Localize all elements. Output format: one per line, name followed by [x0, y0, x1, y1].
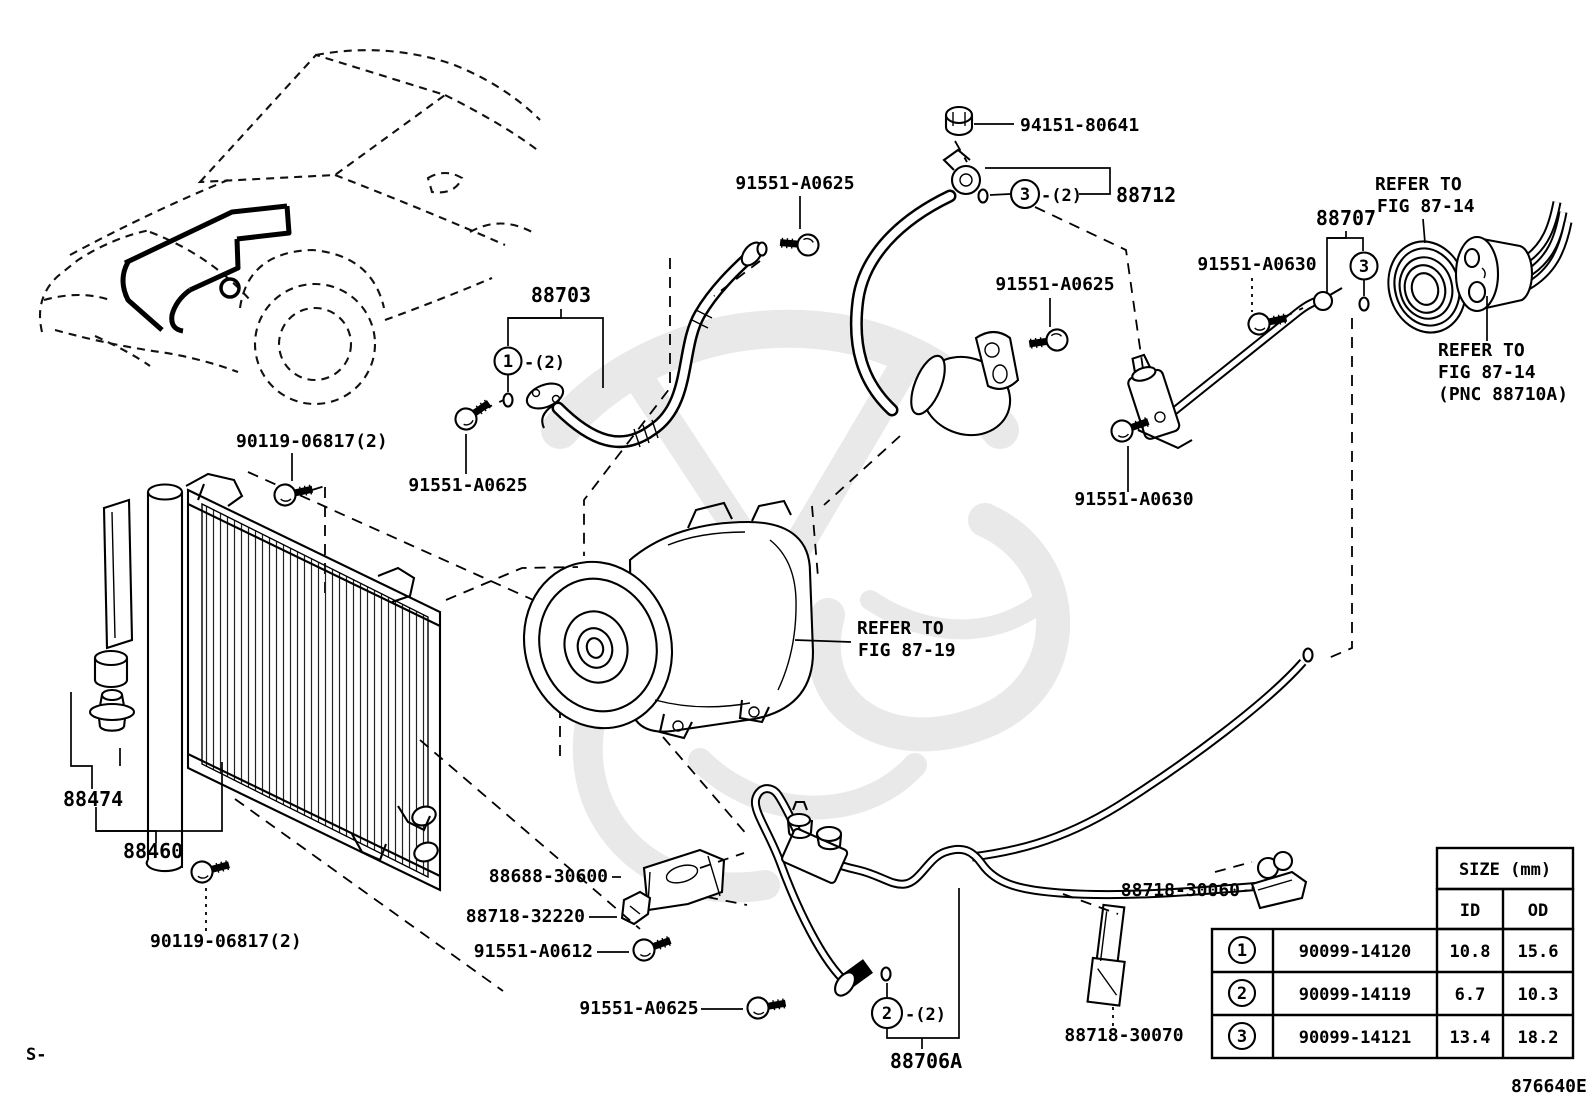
- label-90119-06817-top: 90119-06817(2): [236, 431, 388, 452]
- table-row-1: 1 90099-14120 10.8 15.6: [1227, 935, 1559, 965]
- label-88688-30600: 88688-30600: [489, 866, 608, 887]
- callout-3a-qty: -(2): [1041, 186, 1082, 206]
- note-refer-right-line3: (PNC 88710A): [1438, 384, 1568, 405]
- callout-3b: 3: [1349, 251, 1379, 281]
- callout-1-qty: -(2): [524, 353, 565, 373]
- bracket-88718-30070-drawing: [1086, 903, 1126, 1007]
- footer-prefix: S-: [26, 1045, 46, 1065]
- label-88703: 88703: [531, 283, 591, 307]
- condenser-drawing: [88, 471, 561, 892]
- note-refer-right-line2: FIG 87-14: [1438, 362, 1536, 383]
- table-row-3: 3 90099-14121 13.4 18.2: [1227, 1021, 1559, 1051]
- label-91551-a0625-left: 91551-A0625: [408, 475, 527, 496]
- row3-part: 90099-14121: [1299, 1028, 1412, 1048]
- note-refer-compressor-line2: FIG 87-19: [858, 640, 956, 661]
- label-88718-30060: 88718-30060: [1121, 880, 1240, 901]
- label-91551-a0625-mid: 91551-A0625: [995, 274, 1114, 295]
- row2-no: 2: [1237, 984, 1247, 1004]
- label-88707: 88707: [1316, 206, 1376, 230]
- row1-no: 1: [1237, 941, 1247, 961]
- footer: S- 876640E: [26, 1045, 1587, 1097]
- row2-id: 6.7: [1455, 985, 1486, 1005]
- table-header-id: ID: [1460, 901, 1480, 921]
- label-88712: 88712: [1116, 183, 1176, 207]
- drawing-number: 876640E: [1511, 1076, 1587, 1097]
- car-sketch: [38, 49, 541, 406]
- note-refer-right-line1: REFER TO: [1438, 340, 1525, 361]
- row1-od: 15.6: [1518, 942, 1559, 962]
- note-refer-top-line2: FIG 87-14: [1377, 196, 1475, 217]
- label-90119-06817-bottom: 90119-06817(2): [150, 931, 302, 952]
- label-88474: 88474: [63, 787, 123, 811]
- row3-id: 13.4: [1450, 1028, 1491, 1048]
- grommet-drawing: [1454, 201, 1573, 313]
- row2-part: 90099-14119: [1299, 985, 1412, 1005]
- label-88718-32220: 88718-32220: [466, 906, 585, 927]
- hose-88712-drawing: [849, 105, 1020, 437]
- table-header-size: SIZE (mm): [1459, 860, 1551, 880]
- label-88718-30070: 88718-30070: [1064, 1025, 1183, 1046]
- note-refer-compressor-line1: REFER TO: [857, 618, 944, 639]
- label-88460: 88460: [123, 839, 183, 863]
- row2-od: 10.3: [1518, 985, 1559, 1005]
- callout-2: 2 -(2): [870, 996, 946, 1030]
- label-91551-a0625-bottom: 91551-A0625: [579, 998, 698, 1019]
- label-88706a: 88706A: [890, 1049, 962, 1073]
- callout-3a: 3 -(2): [1009, 178, 1082, 210]
- note-refer-top-line1: REFER TO: [1375, 174, 1462, 195]
- row3-no: 3: [1237, 1027, 1247, 1047]
- reference-notes: REFER TO FIG 87-14 REFER TO FIG 87-14 (P…: [857, 174, 1568, 661]
- table-header-od: OD: [1528, 901, 1548, 921]
- rear-pipe-drawing: [971, 659, 1307, 862]
- compressor-drawing: [522, 499, 815, 740]
- alignment-dashes: [234, 140, 1353, 992]
- part-labels: 94151-80641 91551-A0625 88712 88703 9155…: [63, 115, 1376, 1073]
- row1-id: 10.8: [1450, 942, 1491, 962]
- callout-3b-number: 3: [1359, 257, 1369, 277]
- seal-ring-drawing: [1387, 240, 1467, 334]
- label-91551-a0612: 91551-A0612: [474, 941, 593, 962]
- row3-od: 18.2: [1518, 1028, 1559, 1048]
- row1-part: 90099-14120: [1299, 942, 1412, 962]
- callout-3a-number: 3: [1020, 185, 1030, 205]
- leader-lines: [70, 123, 1488, 1049]
- clamp-88718-30060-drawing: [1250, 850, 1308, 910]
- label-91551-a0630-mid: 91551-A0630: [1074, 489, 1193, 510]
- pipe-88707-drawing: [1127, 287, 1343, 450]
- size-table: SIZE (mm) ID OD 1 90099-14120 10.8 15.6 …: [1210, 846, 1575, 1060]
- clip-88718-32220-drawing: [620, 890, 652, 926]
- label-91551-a0630-top: 91551-A0630: [1197, 254, 1316, 275]
- callout-2-number: 2: [882, 1004, 892, 1024]
- callout-2-qty: -(2): [905, 1005, 946, 1025]
- table-row-2: 2 90099-14119 6.7 10.3: [1227, 978, 1559, 1008]
- label-91551-a0625-top: 91551-A0625: [735, 173, 854, 194]
- callout-1-number: 1: [503, 352, 513, 372]
- callout-1: 1 -(2): [493, 346, 565, 376]
- suction-pipe-88706a-drawing: [750, 784, 1285, 997]
- label-94151-80641: 94151-80641: [1020, 115, 1139, 136]
